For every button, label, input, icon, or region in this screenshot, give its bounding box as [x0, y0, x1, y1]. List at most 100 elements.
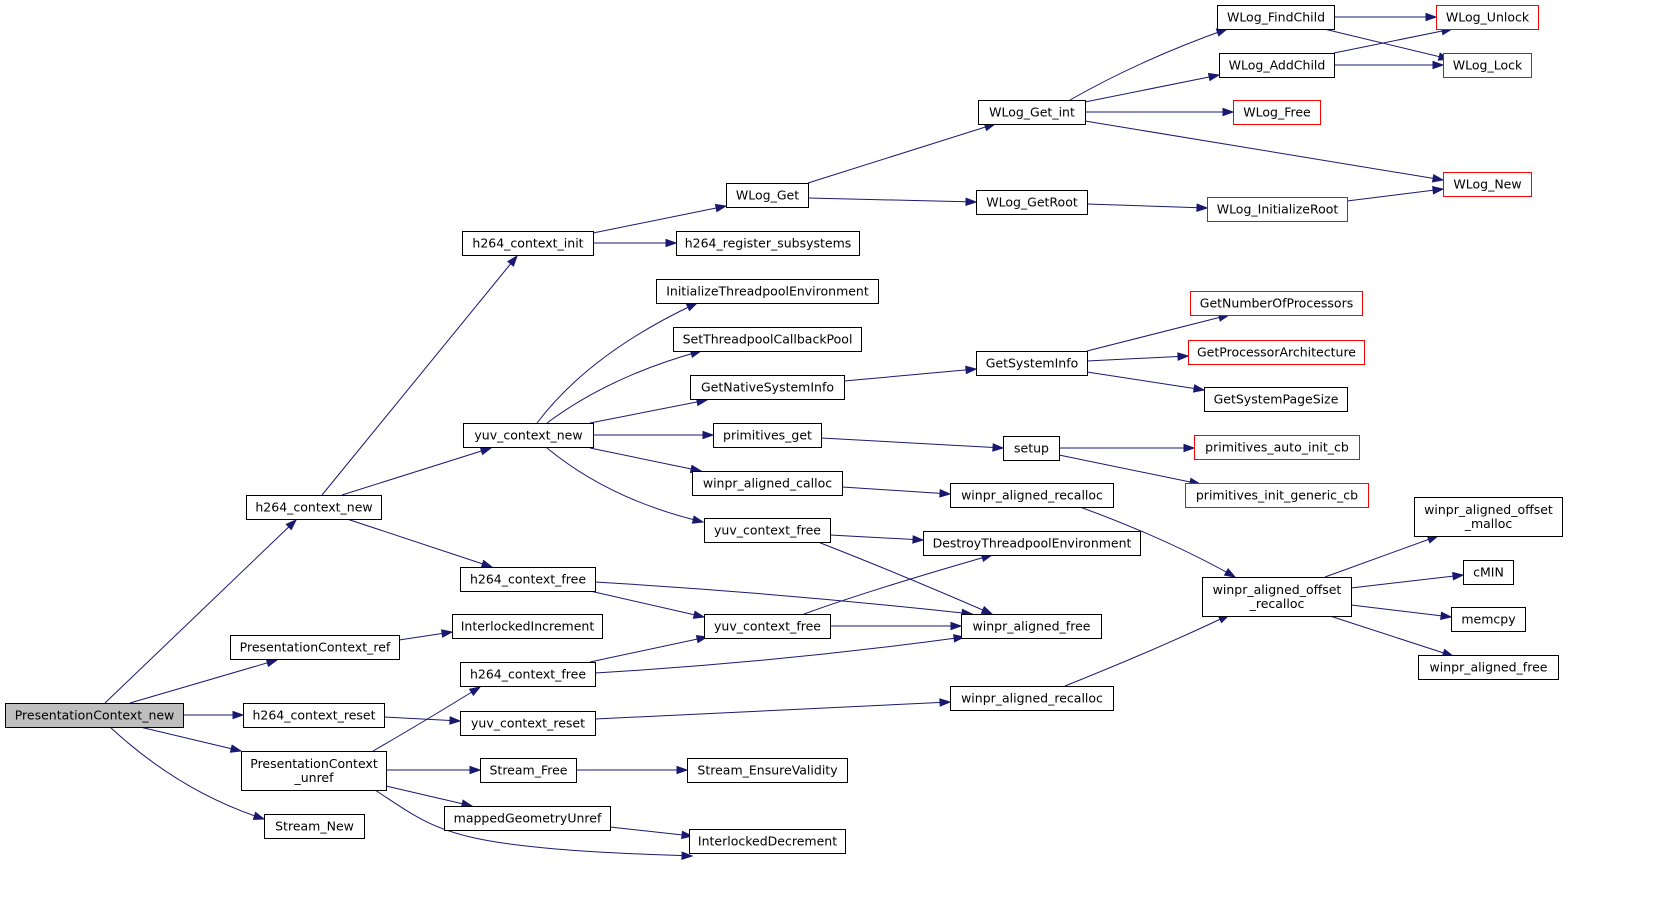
- node-wlog-addchild[interactable]: WLog_AddChild: [1219, 53, 1335, 78]
- edge-wlog_getroot-to-wlog_initroot: [1086, 203, 1209, 212]
- edge-setup-to-prim_auto: [1059, 443, 1196, 453]
- node-wlog-initroot[interactable]: WLog_InitializeRoot: [1207, 197, 1348, 222]
- node-label: GetNumberOfProcessors: [1200, 296, 1353, 311]
- node-label: Stream_Free: [489, 763, 567, 778]
- node-winpr-realloc-b[interactable]: winpr_aligned_recalloc: [950, 686, 1114, 711]
- node-box: [687, 758, 848, 783]
- node-wlog-unlock[interactable]: WLog_Unlock: [1436, 5, 1539, 30]
- node-init-tp-env[interactable]: InitializeThreadpoolEnvironment: [656, 279, 879, 304]
- node-h264-new[interactable]: h264_context_new: [246, 495, 382, 520]
- node-yuv-reset[interactable]: yuv_context_reset: [460, 711, 596, 736]
- node-h264-register[interactable]: h264_register_subsystems: [676, 231, 860, 256]
- node-box: [1443, 172, 1532, 197]
- node-winpr-calloc[interactable]: winpr_aligned_calloc: [692, 471, 843, 496]
- edge-pc_unref-to-mapped_unref: [385, 785, 474, 808]
- edge-arrowhead: [480, 559, 494, 568]
- edge-root-to-stream_new: [109, 726, 266, 820]
- edge-arrowhead: [229, 744, 243, 753]
- node-destroy-tp-env[interactable]: DestroyThreadpoolEnvironment: [923, 531, 1141, 556]
- node-yuv-new[interactable]: yuv_context_new: [463, 423, 594, 448]
- edge-yuv_new-to-primitives_get: [593, 430, 715, 440]
- edge-line: [1069, 28, 1228, 101]
- edge-line: [829, 534, 924, 541]
- node-interlocked-inc[interactable]: InterlockedIncrement: [452, 614, 603, 639]
- node-wlog-getroot[interactable]: WLog_GetRoot: [976, 190, 1088, 215]
- node-wlog-get[interactable]: WLog_Get: [726, 183, 809, 208]
- node-winpr-free-b[interactable]: winpr_aligned_free: [1418, 655, 1559, 680]
- edge-yuv_new-to-get_native_si: [589, 397, 709, 424]
- node-label: h264_register_subsystems: [685, 236, 852, 251]
- node-get-page-size[interactable]: GetSystemPageSize: [1204, 387, 1348, 412]
- node-h264-free-a[interactable]: h264_context_free: [460, 567, 596, 592]
- edge-arrowhead: [1426, 535, 1440, 544]
- node-root[interactable]: PresentationContext_new: [5, 703, 184, 728]
- node-wlog-findchild[interactable]: WLog_FindChild: [1217, 5, 1335, 30]
- node-h264-init[interactable]: h264_context_init: [462, 231, 594, 256]
- node-winpr-off-realloc[interactable]: winpr_aligned_offset_recalloc: [1202, 577, 1352, 617]
- node-label: Stream_EnsureValidity: [697, 763, 838, 778]
- node-h264-free-b[interactable]: h264_context_free: [460, 662, 596, 687]
- edge-line: [1329, 615, 1454, 657]
- node-label: yuv_context_free: [714, 523, 821, 538]
- node-memcpy[interactable]: memcpy: [1451, 607, 1526, 632]
- node-get-native-si[interactable]: GetNativeSystemInfo: [690, 375, 845, 400]
- edge-line: [1079, 506, 1236, 578]
- node-prim-generic[interactable]: primitives_init_generic_cb: [1185, 483, 1369, 508]
- edge-line: [129, 659, 278, 704]
- node-wlog-new[interactable]: WLog_New: [1443, 172, 1532, 197]
- node-label: WLog_Lock: [1453, 58, 1523, 73]
- node-pc-ref[interactable]: PresentationContext_ref: [230, 635, 400, 660]
- node-label: mappedGeometryUnref: [454, 811, 602, 826]
- node-wlog-lock[interactable]: WLog_Lock: [1443, 53, 1532, 78]
- node-mapped-unref[interactable]: mappedGeometryUnref: [444, 806, 611, 831]
- node-winpr-free-a[interactable]: winpr_aligned_free: [961, 614, 1102, 639]
- edge-arrowhead: [1207, 72, 1221, 82]
- node-pc-unref[interactable]: PresentationContext_unref: [241, 751, 387, 791]
- edge-yuv_free_a-to-winpr_free_a: [817, 541, 994, 615]
- node-label: primitives_auto_init_cb: [1205, 440, 1349, 455]
- node-interlocked-dec[interactable]: InterlockedDecrement: [689, 829, 846, 854]
- node-h264-reset[interactable]: h264_context_reset: [243, 703, 385, 728]
- node-stream-new[interactable]: Stream_New: [264, 814, 365, 839]
- edge-get_system_info-to-get_proc_arch: [1086, 352, 1190, 362]
- edge-arrowhead: [676, 765, 689, 775]
- node-wlog-get-int[interactable]: WLog_Get_int: [978, 100, 1086, 125]
- node-winpr-realloc-a[interactable]: winpr_aligned_recalloc: [950, 483, 1114, 508]
- node-box: [1219, 53, 1335, 78]
- node-get-system-info[interactable]: GetSystemInfo: [976, 351, 1088, 376]
- node-label: WLog_FindChild: [1227, 10, 1325, 25]
- edge-arrowhead: [507, 254, 518, 267]
- node-label: winpr_aligned_offset: [1213, 582, 1342, 597]
- edge-root-to-pc_unref: [139, 726, 243, 753]
- edge-line: [1350, 574, 1464, 589]
- edge-arrowhead: [252, 811, 266, 820]
- node-box: [1207, 197, 1348, 222]
- node-stream-ensure[interactable]: Stream_EnsureValidity: [687, 758, 848, 783]
- node-box: [452, 614, 603, 639]
- edge-line: [321, 255, 518, 496]
- node-cmin[interactable]: cMIN: [1463, 560, 1514, 585]
- node-label: GetProcessorArchitecture: [1197, 345, 1356, 360]
- edge-wlog_get_int-to-wlog_free: [1085, 107, 1235, 117]
- node-setup[interactable]: setup: [1003, 436, 1060, 461]
- node-label: cMIN: [1473, 565, 1504, 580]
- node-set-tp-cb[interactable]: SetThreadpoolCallbackPool: [673, 327, 862, 352]
- edge-arrowhead: [1223, 568, 1237, 578]
- edge-arrowhead: [285, 518, 298, 531]
- node-box: [704, 518, 831, 543]
- edge-line: [843, 368, 977, 382]
- node-get-proc-arch[interactable]: GetProcessorArchitecture: [1188, 340, 1365, 365]
- node-label: h264_context_reset: [252, 708, 375, 723]
- node-yuv-free-a[interactable]: yuv_context_free: [704, 518, 831, 543]
- node-prim-auto[interactable]: primitives_auto_init_cb: [1194, 435, 1360, 460]
- node-primitives-get[interactable]: primitives_get: [713, 423, 822, 448]
- node-winpr-off-malloc[interactable]: winpr_aligned_offset_malloc: [1414, 497, 1563, 537]
- edge-line: [346, 518, 493, 568]
- node-wlog-free[interactable]: WLog_Free: [1233, 100, 1321, 125]
- node-stream-free[interactable]: Stream_Free: [480, 758, 577, 783]
- node-get-num-proc[interactable]: GetNumberOfProcessors: [1190, 291, 1363, 316]
- edge-arrowhead: [681, 851, 694, 860]
- edge-line: [589, 590, 705, 618]
- node-yuv-free-b[interactable]: yuv_context_free: [704, 614, 831, 639]
- node-label: setup: [1014, 441, 1049, 456]
